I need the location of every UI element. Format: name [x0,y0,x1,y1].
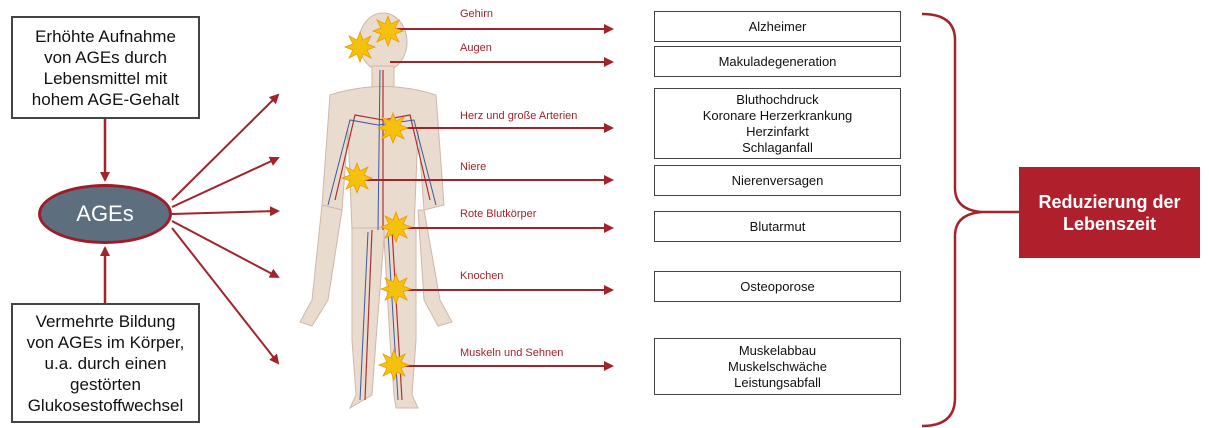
disease-box-kidney-failure: Nierenversagen [654,165,901,196]
source-line: von AGEs im Körper, [27,332,185,353]
burst-star-icon [381,274,411,304]
curly-brace [922,14,982,426]
source-line: Glukosestoffwechsel [28,395,184,416]
ages-label: AGEs [76,201,133,227]
disease-line: Herzinfarkt [746,124,809,140]
disease-box-osteoporosis: Osteoporose [654,271,901,302]
source-line: Vermehrte Bildung [36,311,176,332]
result-line: Lebenszeit [1063,213,1156,235]
burst-star-icon [379,350,409,380]
organ-label-eyes: Augen [460,42,492,54]
disease-line: Schlaganfall [742,140,813,156]
organ-label-kidney: Niere [460,161,486,173]
source-line: u.a. durch einen [45,353,167,374]
result-box: Reduzierung der Lebenszeit [1019,167,1200,258]
disease-line: Makuladegeneration [719,54,837,70]
organ-label-muscles: Muskeln und Sehnen [460,347,563,359]
disease-line: Bluthochdruck [736,92,818,108]
disease-line: Nierenversagen [732,173,824,189]
result-line: Reduzierung der [1038,191,1180,213]
disease-box-muscle: Muskelabbau Muskelschwäche Leistungsabfa… [654,338,901,395]
organ-label-bones: Knochen [460,270,503,282]
burst-star-icon [342,163,372,193]
ages-node: AGEs [38,184,172,244]
disease-box-anemia: Blutarmut [654,211,901,242]
disease-line: Muskelschwäche [728,359,827,375]
source-box-metabolism: Vermehrte Bildung von AGEs im Körper, u.… [11,303,200,423]
source-line: hohem AGE-Gehalt [32,89,179,110]
burst-star-icon [345,32,375,62]
human-figure [300,13,452,408]
burst-star-icon [378,113,408,143]
disease-box-cardiovascular: Bluthochdruck Koronare Herzerkrankung He… [654,88,901,159]
disease-box-alzheimer: Alzheimer [654,11,901,42]
disease-line: Leistungsabfall [734,375,821,391]
disease-line: Muskelabbau [739,343,816,359]
disease-line: Osteoporose [740,279,814,295]
organ-label-red-blood-cells: Rote Blutkörper [460,208,536,220]
source-line: Lebensmittel mit [44,68,168,89]
organ-label-heart: Herz und große Arterien [460,110,577,122]
source-line: von AGEs durch [44,47,167,68]
disease-box-macular: Makuladegeneration [654,46,901,77]
disease-line: Blutarmut [750,219,806,235]
burst-star-icon [373,16,403,46]
disease-line: Koronare Herzerkrankung [703,108,853,124]
source-line: gestörten [70,374,141,395]
organ-label-brain: Gehirn [460,8,493,20]
disease-line: Alzheimer [749,19,807,35]
source-box-food: Erhöhte Aufnahme von AGEs durch Lebensmi… [11,16,200,119]
source-line: Erhöhte Aufnahme [35,26,176,47]
burst-star-icon [381,212,411,242]
